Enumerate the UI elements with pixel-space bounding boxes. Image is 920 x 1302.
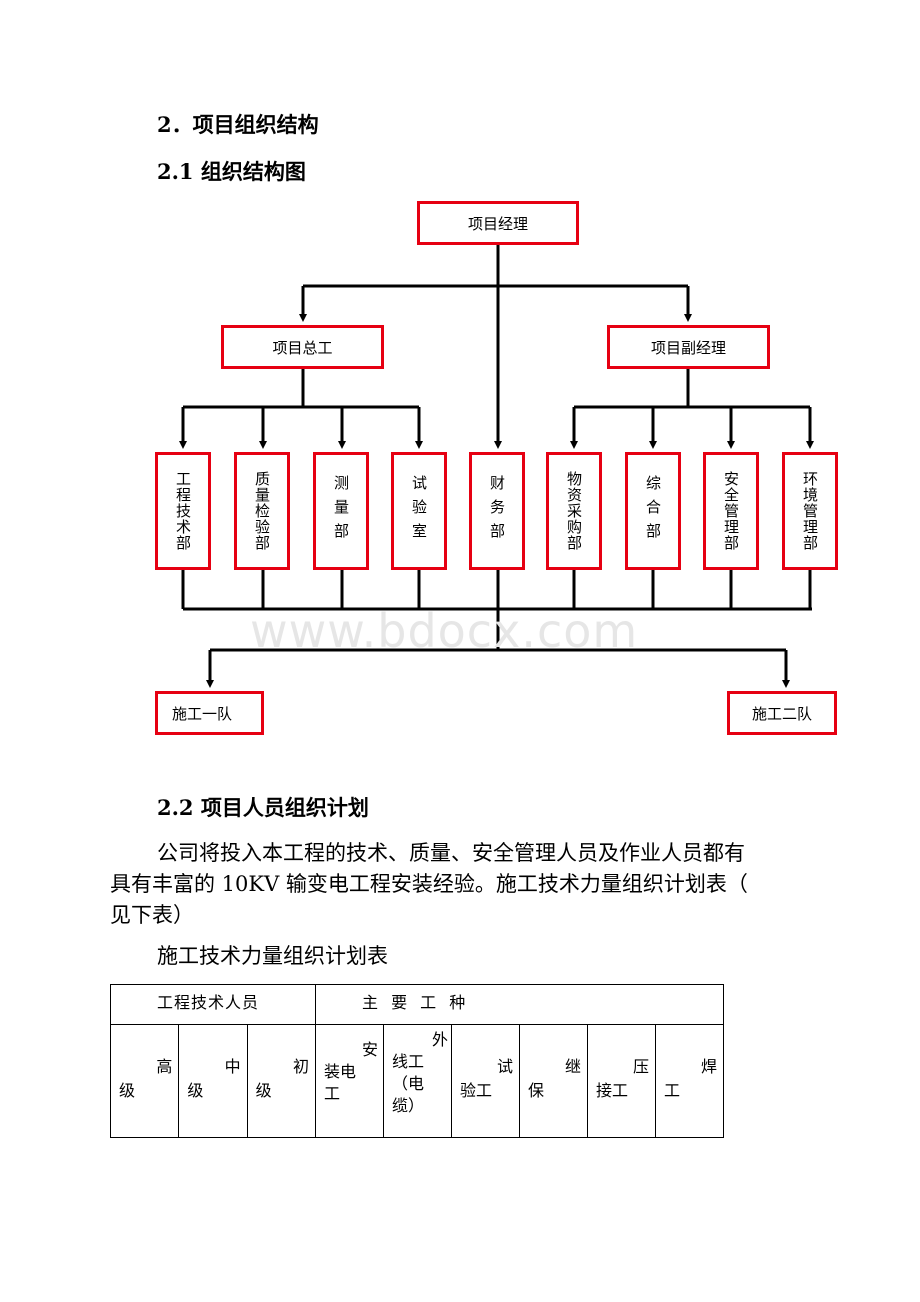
team-two-box: 施工二队 (727, 691, 837, 735)
header-main-trades: 主 要 工 种 (315, 984, 724, 1025)
col-relay-protection: 继保 (519, 1024, 588, 1138)
col-senior: 高级 (109, 1024, 180, 1138)
col-installation-electrician: 安 装电 工 (315, 1024, 384, 1138)
watermark: www.bdocx.com (250, 604, 639, 658)
col-test-worker: 试验工 (451, 1024, 520, 1138)
col-junior: 初级 (246, 1024, 317, 1138)
section-heading: 2．项目组织结构 (157, 112, 319, 137)
header-tech-staff: 工程技术人员 (110, 984, 316, 1025)
paragraph-line-1: 公司将投入本工程的技术、质量、安全管理人员及作业人员都有 (157, 841, 745, 865)
dept-finance: 财务部 (469, 452, 525, 570)
org-chart-connectors (179, 243, 814, 688)
team-one-box: 施工一队 (155, 691, 264, 735)
project-manager-box: 项目经理 (417, 201, 579, 245)
deputy-manager-box: 项目副经理 (607, 325, 770, 369)
dept-survey: 测量部 (313, 452, 369, 570)
staff-plan-table: 工程技术人员 主 要 工 种 高级 中级 初级 安 装电 工 外 线工 （电 缆… (109, 984, 724, 1138)
dept-general-affairs: 综合部 (625, 452, 681, 570)
col-line-worker: 外 线工 （电 缆） (383, 1024, 452, 1138)
paragraph-line-2: 具有丰富的 10KV 输变电工程安装经验。施工技术力量组织计划表（ (110, 872, 748, 896)
staff-plan-heading: 2.2 项目人员组织计划 (157, 795, 369, 820)
dept-materials-procurement: 物资采购部 (546, 452, 602, 570)
col-intermediate: 中级 (178, 1024, 248, 1138)
dept-laboratory: 试验室 (391, 452, 447, 570)
dept-safety-management: 安全管理部 (703, 452, 759, 570)
col-crimping-worker: 压接工 (587, 1024, 656, 1138)
table-title: 施工技术力量组织计划表 (157, 944, 388, 968)
dept-environment-management: 环境管理部 (782, 452, 838, 570)
intro-paragraph: 公司将投入本工程的技术、质量、安全管理人员及作业人员都有 具有丰富的 10KV … (110, 838, 810, 931)
chief-engineer-box: 项目总工 (221, 325, 384, 369)
org-chart-heading: 2.1 组织结构图 (157, 159, 306, 184)
col-welder: 焊工 (655, 1024, 724, 1138)
dept-engineering-tech: 工程技术部 (155, 452, 211, 570)
dept-quality-inspection: 质量检验部 (234, 452, 290, 570)
paragraph-line-3: 见下表） (110, 903, 194, 927)
